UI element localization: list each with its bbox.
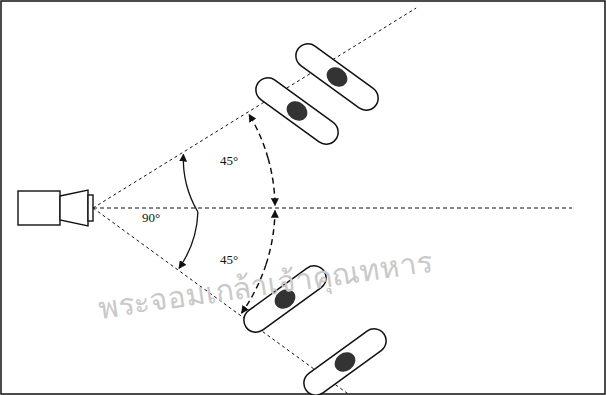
camera-symbol	[18, 190, 93, 226]
capsule-object	[251, 73, 343, 149]
angle-arc	[179, 212, 198, 268]
view-lines	[93, 8, 572, 395]
angle-label: 45°	[218, 153, 240, 168]
capsules	[239, 39, 391, 395]
half-angle-arc	[249, 115, 268, 159]
angle-arc	[183, 155, 198, 213]
capsule-object	[299, 324, 391, 395]
upper-boundary	[93, 8, 416, 208]
angle-label: 90°	[140, 210, 162, 225]
center-axis	[93, 208, 572, 209]
half-angle-arc	[268, 158, 275, 205]
half-angle-arc	[266, 211, 275, 265]
